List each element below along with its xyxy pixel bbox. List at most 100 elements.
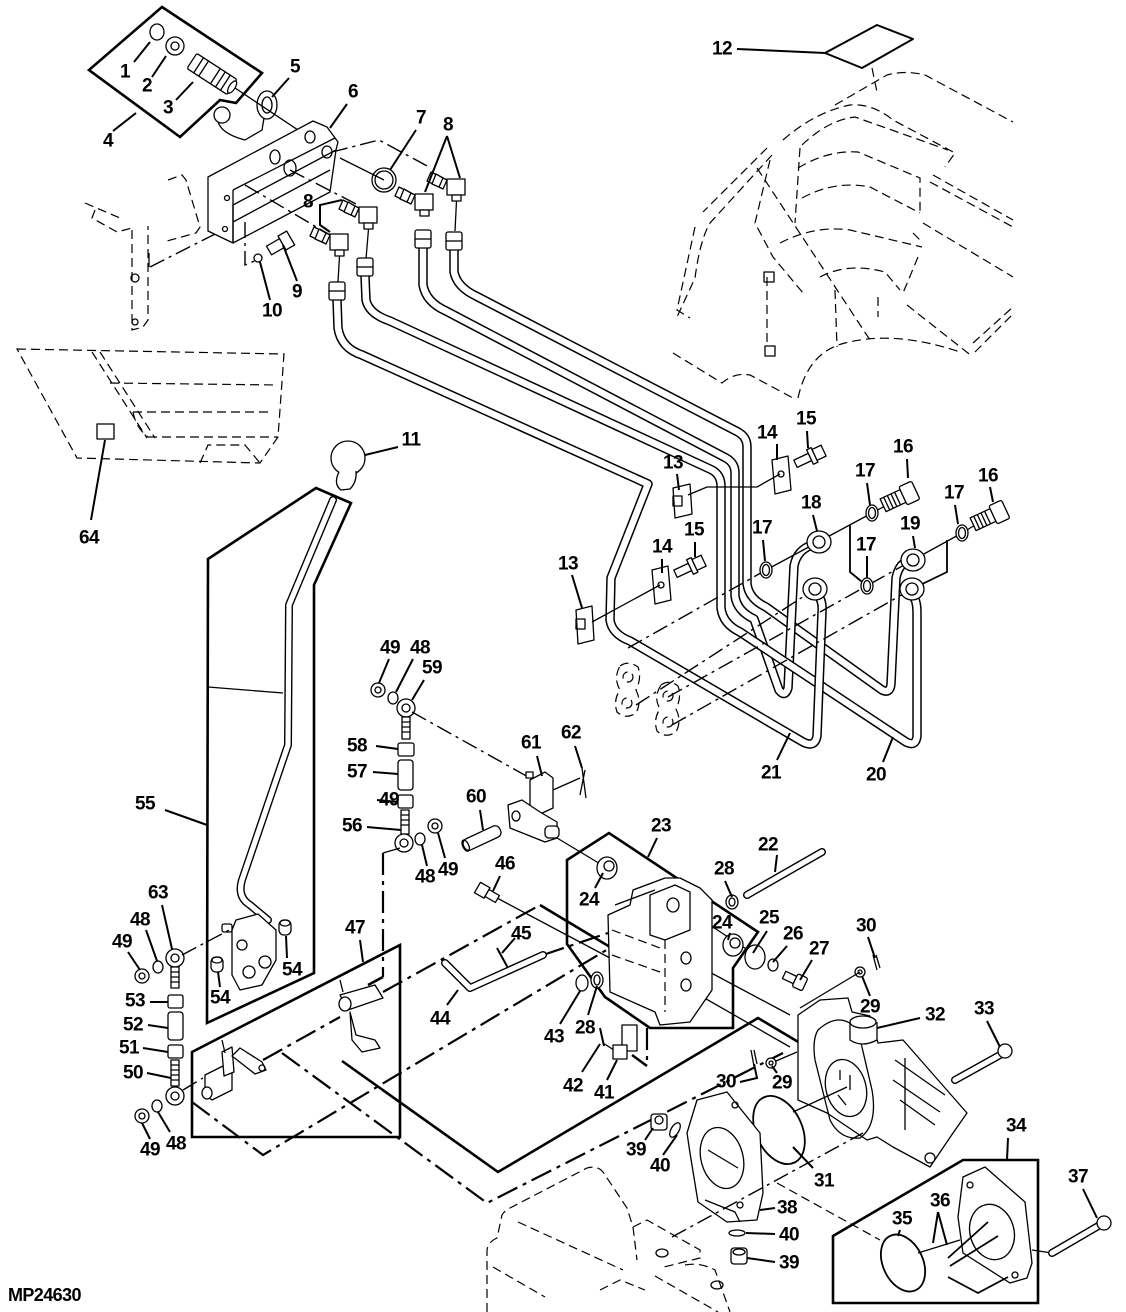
part-bolt-46 [473, 881, 501, 904]
callout: 10 [262, 301, 282, 322]
part-seal-ring-17 [860, 577, 874, 595]
callout: 48 [166, 1134, 186, 1155]
leader-line [112, 112, 137, 132]
part-clamp-14 [771, 455, 792, 495]
linkage-stack-right [370, 682, 443, 853]
part-washer-25 [744, 944, 766, 970]
callout: 52 [123, 1015, 143, 1036]
callout: 26 [783, 924, 803, 945]
callout: 55 [135, 794, 156, 815]
callout: 1 [120, 62, 131, 83]
callout: 46 [495, 854, 515, 875]
part-washer-28 [590, 971, 604, 989]
callout: 51 [119, 1038, 140, 1059]
callout: 45 [511, 924, 532, 945]
part-clip-13 [575, 605, 595, 645]
frame-outline [84, 174, 228, 331]
callout: 48 [410, 638, 430, 659]
leader-line [142, 1047, 169, 1053]
leader-line [376, 799, 399, 803]
leader-line [1006, 1137, 1009, 1161]
callout: 3 [163, 98, 173, 119]
fender-fastener [763, 271, 775, 283]
part-bushing-54 [278, 919, 292, 936]
callout: 11 [402, 430, 422, 451]
housing-outline [486, 1166, 731, 1312]
leader-line [745, 1232, 776, 1235]
callout: 36 [930, 1191, 950, 1212]
callout: 40 [650, 1156, 670, 1177]
part-pin-42 [599, 1027, 605, 1047]
callout: 48 [415, 867, 435, 888]
leader-line [752, 930, 768, 954]
leader-line [662, 1134, 678, 1156]
leader-line [389, 129, 417, 171]
callout: 32 [925, 1005, 945, 1026]
leader-line [806, 430, 809, 449]
leader-line [736, 48, 826, 54]
callout: 9 [292, 282, 302, 303]
leader-line [594, 872, 604, 889]
leader-line [912, 535, 916, 549]
alignment-line [671, 1132, 864, 1238]
callout: 59 [422, 658, 442, 679]
part-banjo-bolt-16 [969, 500, 1010, 532]
callout: 30 [856, 916, 876, 937]
fender-fastener [764, 345, 776, 357]
alignment-line [591, 473, 781, 623]
callout: 29 [860, 997, 880, 1018]
callout: 43 [544, 1027, 564, 1048]
part-pin-60 [461, 825, 502, 852]
callout: 39 [626, 1140, 646, 1161]
callout: 8 [443, 115, 453, 136]
leader-line [395, 658, 414, 693]
callout: 49 [140, 1140, 160, 1161]
callout: 28 [714, 859, 734, 880]
callout: 49 [112, 932, 132, 953]
part-plug-39 [650, 1113, 668, 1131]
callout: 31 [814, 1171, 835, 1192]
callout: 54 [282, 960, 303, 981]
part-seal-ring-17 [955, 524, 969, 542]
leader-line [932, 1211, 948, 1246]
callout: 42 [563, 1076, 583, 1097]
callout: 28 [575, 1018, 595, 1039]
leader-line [411, 679, 425, 701]
callout: 48 [130, 910, 150, 931]
leader-line [867, 936, 876, 959]
alignment-line [411, 711, 531, 779]
callout: 14 [652, 537, 673, 558]
callout: 15 [684, 520, 705, 541]
part-bracket-6 [207, 120, 339, 244]
leader-line [759, 1207, 776, 1211]
part-bushing-54 [210, 956, 224, 973]
part-seal-ring-17 [759, 561, 773, 579]
leader-line [161, 904, 173, 950]
alignment-line [947, 1276, 1009, 1295]
part-bolt-37 [1048, 1215, 1112, 1257]
callout: 49 [379, 790, 399, 811]
leader-line [954, 504, 959, 525]
part-bolt-27 [781, 970, 808, 991]
callout: 27 [809, 939, 829, 960]
alignment-line [207, 686, 284, 694]
part-dust-cap-5 [213, 90, 278, 141]
part-retainer-41 [612, 1024, 638, 1060]
leader-line [421, 844, 428, 867]
leader-line [776, 732, 791, 761]
callout: 15 [796, 409, 817, 430]
callout: 61 [521, 733, 542, 754]
callout: 6 [348, 82, 358, 103]
part-clevis-61 [507, 771, 560, 843]
part-bushing-24 [722, 933, 744, 957]
leader-line [746, 1257, 776, 1263]
callout: 62 [561, 723, 581, 744]
callout: 33 [974, 999, 994, 1020]
alignment-line [244, 222, 258, 267]
callout: 56 [342, 816, 362, 837]
callout: 16 [893, 437, 913, 458]
alignment-line [367, 975, 384, 987]
leader-lines [90, 41, 1098, 1263]
callout: 39 [779, 1253, 799, 1274]
leader-line [581, 1043, 601, 1073]
